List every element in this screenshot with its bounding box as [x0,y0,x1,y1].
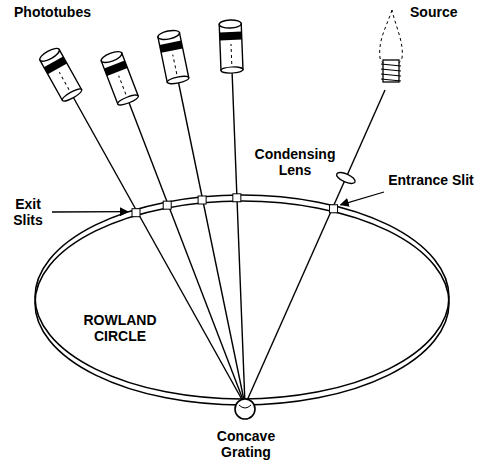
source-label: Source [410,4,480,20]
entrance-slit [330,205,338,213]
phototube [157,29,189,85]
entrance-slit-label: Entrance Slit [386,172,476,188]
condensing-lens [335,170,357,185]
exit-slit [198,196,206,204]
exit-slit [132,209,140,217]
phototubes-label: Phototubes [14,4,124,20]
entrance-slit-leader [341,192,384,205]
exit-slits-label: Exit Slits [4,196,52,228]
rowland-circle-label: ROWLAND CIRCLE [72,312,168,344]
grating-label: Concave Grating [206,428,286,460]
lens-label: Condensing Lens [250,146,340,178]
circle-lower-edge [35,201,449,405]
diffracted-ray [232,70,245,405]
concave-grating [235,399,255,419]
phototube [100,49,140,106]
exit-slit-leader [52,211,128,213]
phototube [38,46,83,103]
exit-slit [163,201,171,209]
incident-ray [245,90,385,405]
diffracted-ray [72,95,245,405]
source-flame [380,10,403,66]
circle-upper-edge [35,195,449,399]
leaders [52,192,384,212]
phototubes [38,20,243,107]
exit-slit [233,194,241,202]
light-source [335,10,402,186]
rowland-circle [35,195,449,405]
slits [132,194,338,217]
diffracted-ray [128,100,245,405]
light-rays [72,70,385,405]
phototube [219,20,243,74]
